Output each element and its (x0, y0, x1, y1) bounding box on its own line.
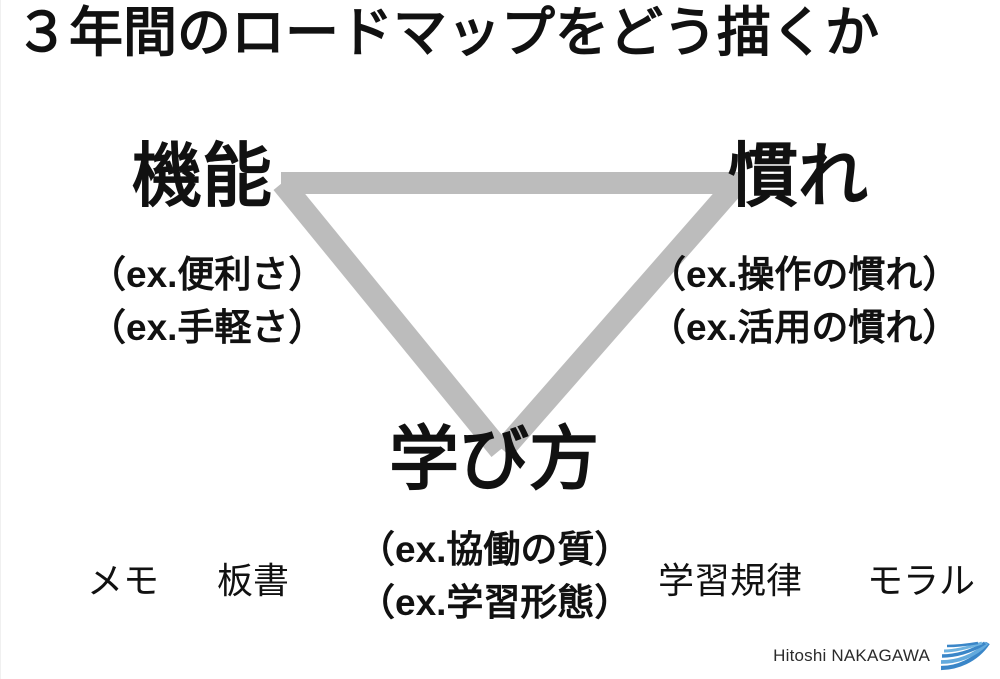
label-memo: メモ (87, 560, 160, 601)
label-moral: モラル (867, 560, 976, 601)
edge-function-learning (273, 176, 509, 457)
node-examples-habit: （ex.操作の慣れ） （ex.活用の慣れ） (649, 249, 959, 354)
node-title-learning: 学び方 (389, 420, 599, 498)
node-examples-learning: （ex.協働の質） （ex.学習形態） (358, 524, 631, 629)
node-example-line: （ex.便利さ） (89, 254, 326, 295)
edge-habit-learning (494, 175, 746, 458)
node-title-habit: 慣れ (728, 137, 868, 215)
node-example-line: （ex.操作の慣れ） (649, 254, 960, 295)
node-title-function: 機能 (132, 137, 272, 215)
footer: Hitoshi NAKAGAWA (773, 641, 990, 671)
blue-fan-logo (940, 641, 990, 671)
node-example-line: （ex.活用の慣れ） (649, 306, 960, 348)
node-examples-function: （ex.便利さ） （ex.手軽さ） (89, 249, 325, 354)
page-title: ３年間のロードマップをどう描くか (15, 3, 879, 63)
label-board-writing: 板書 (217, 560, 290, 601)
node-example-line: （ex.手軽さ） (89, 306, 326, 348)
label-study-discipline: 学習規律 (658, 560, 803, 601)
node-example-line: （ex.協働の質） (358, 529, 632, 570)
node-example-line: （ex.学習形態） (358, 581, 632, 623)
author-name: Hitoshi NAKAGAWA (773, 646, 930, 665)
